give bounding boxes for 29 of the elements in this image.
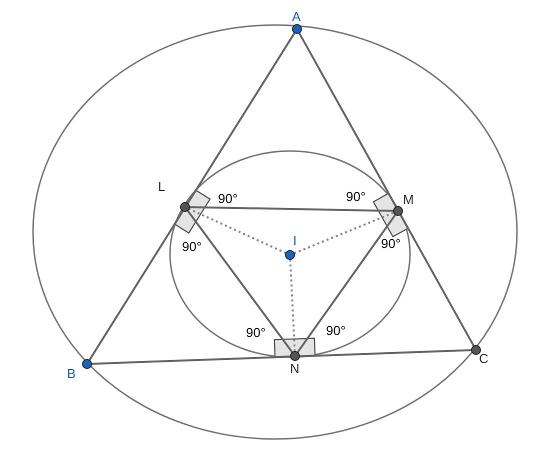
- dotted-segment: [188, 208, 286, 254]
- point-label: B: [67, 367, 76, 381]
- angle-label: 90°: [346, 190, 366, 204]
- point-dot: [285, 250, 295, 260]
- angle-label: 90°: [381, 237, 401, 251]
- dotted-segment: [289, 259, 296, 352]
- angle-label: 90°: [182, 240, 202, 254]
- line-segment: [296, 214, 396, 353]
- point-label: C: [479, 352, 488, 366]
- angle-label: 90°: [246, 326, 266, 340]
- line-segment: [91, 349, 472, 365]
- angle-label: 90°: [326, 324, 346, 338]
- point-dot: [82, 359, 92, 369]
- point-dot: [180, 202, 190, 212]
- point-label: N: [290, 362, 300, 376]
- line-segment: [189, 206, 394, 212]
- angle-label: 90°: [218, 192, 238, 206]
- point-label: M: [403, 193, 414, 207]
- dotted-segment: [294, 212, 394, 254]
- line-segment: [88, 32, 296, 361]
- line-segment: [298, 32, 475, 347]
- point-label: A: [292, 10, 301, 24]
- point-label: I: [293, 234, 297, 248]
- point-dot: [393, 206, 403, 216]
- point-dot: [471, 345, 481, 355]
- point-label: L: [158, 180, 166, 194]
- line-segment: [186, 210, 294, 353]
- point-dot: [290, 351, 300, 361]
- point-dot: [292, 24, 302, 34]
